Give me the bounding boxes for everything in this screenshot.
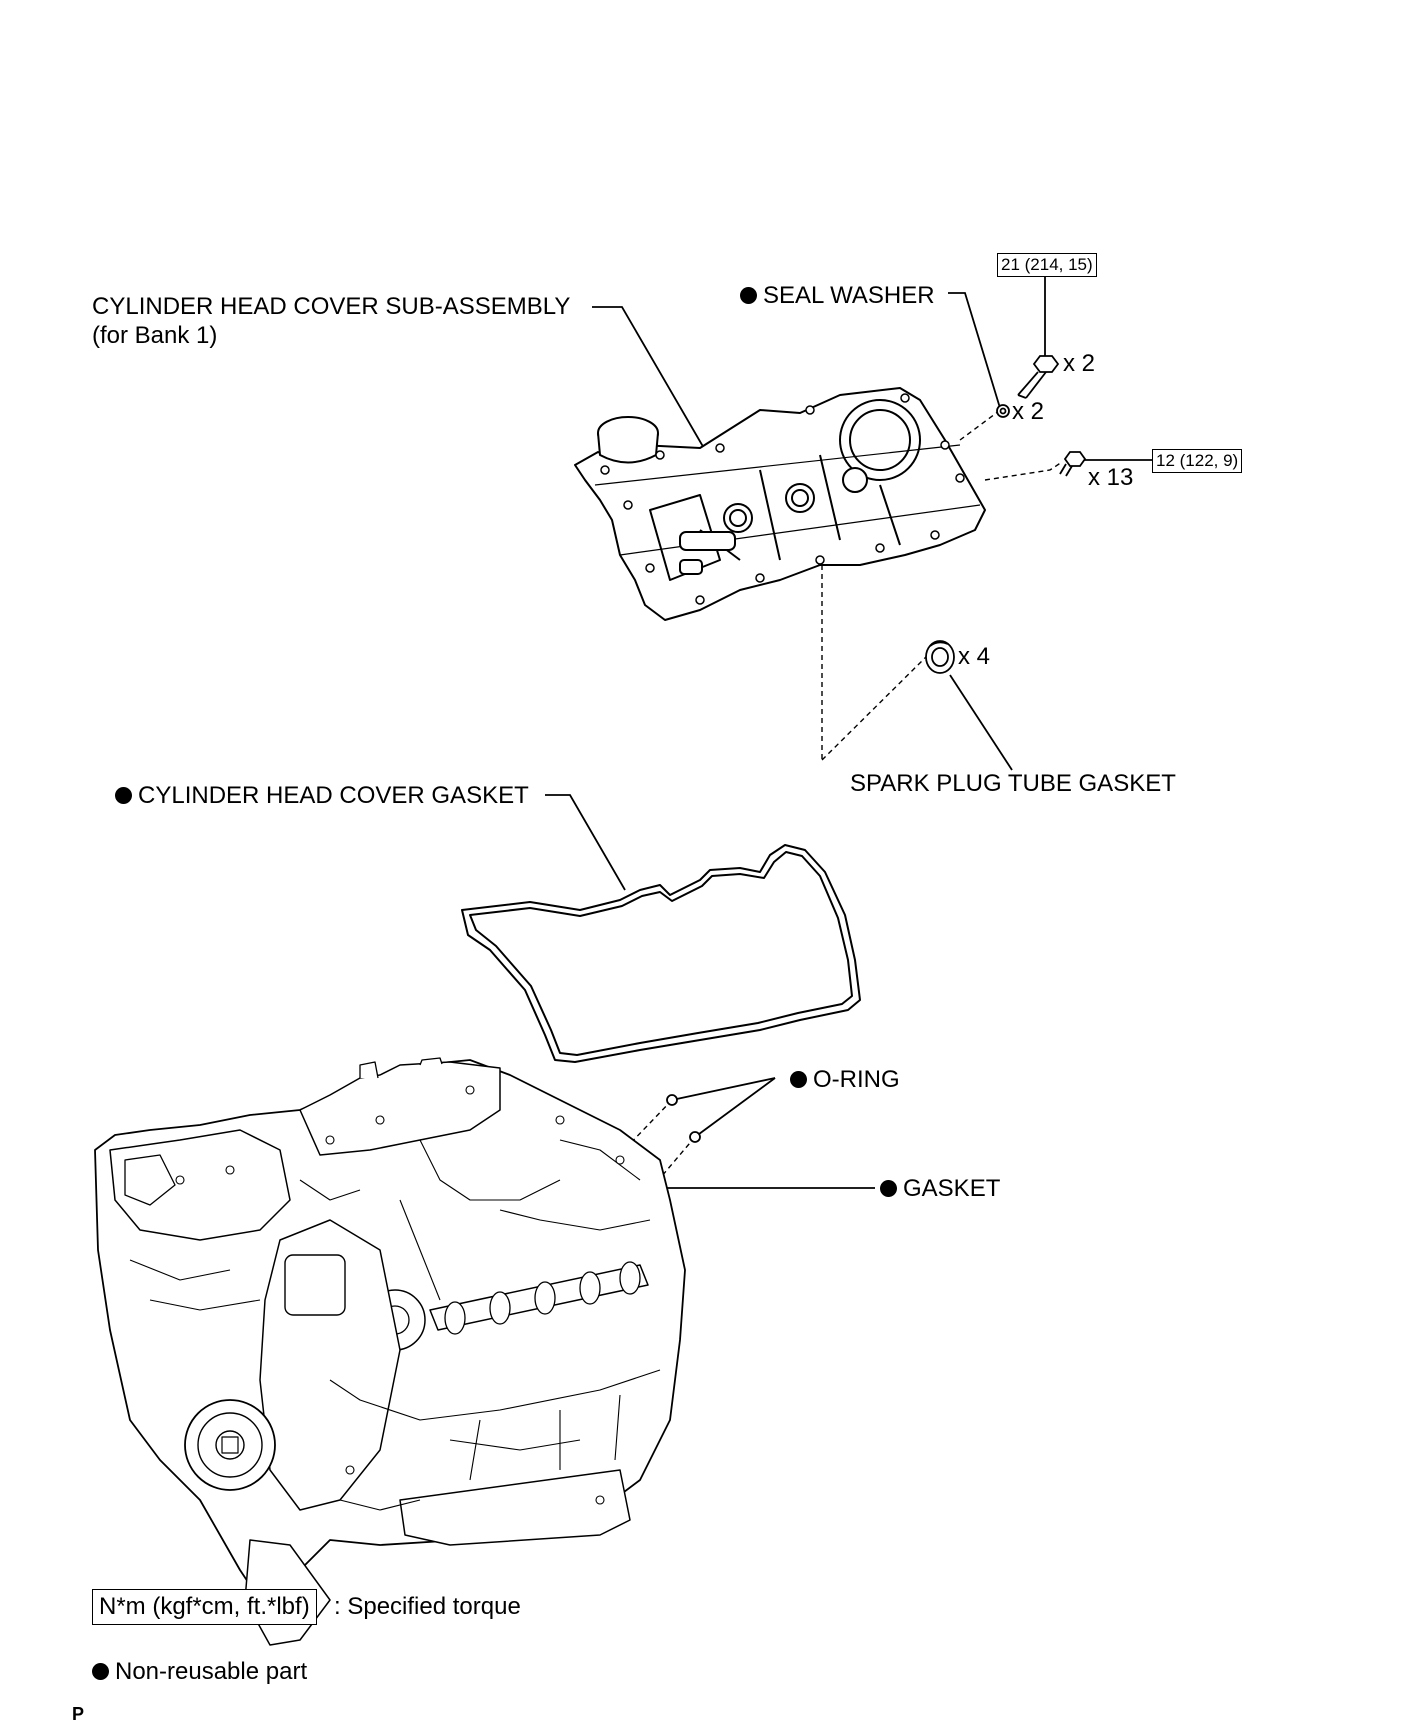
seal-washer-text: SEAL WASHER	[763, 282, 935, 309]
label-cylinder-head-cover-gasket: CYLINDER HEAD COVER GASKET	[115, 782, 529, 810]
gasket-text: GASKET	[903, 1175, 1001, 1202]
label-o-ring: O-RING	[790, 1066, 900, 1094]
leader-o-ring-a	[671, 1077, 776, 1101]
leader-seal-washer	[948, 292, 1001, 409]
label-seal-washer: SEAL WASHER	[740, 282, 935, 310]
o-ring-part-a	[666, 1094, 678, 1106]
non-reusable-dot-icon	[115, 787, 132, 804]
leader-o-ring-b	[694, 1077, 776, 1138]
cylinder-head-cover-gasket	[461, 844, 861, 1063]
label-gasket: GASKET	[880, 1175, 1000, 1203]
non-reusable-dot-icon	[790, 1071, 807, 1088]
non-reusable-dot-icon	[880, 1180, 897, 1197]
cover-gasket-text: CYLINDER HEAD COVER GASKET	[138, 782, 529, 809]
non-reusable-text: Non-reusable part	[115, 1658, 308, 1685]
o-ring-part-b	[689, 1131, 701, 1143]
qty-bolt-long: x 2	[1063, 350, 1096, 377]
bolt-long	[1017, 355, 1060, 399]
non-reusable-dot-icon	[92, 1663, 109, 1680]
non-reusable-dot-icon	[740, 287, 757, 304]
legend-torque-text: : Specified torque	[334, 1593, 521, 1620]
leader-head-cover	[592, 306, 706, 451]
leader-spark-plug-gasket	[949, 674, 1013, 771]
qty-seal-washer: x 2	[1012, 398, 1045, 425]
engine-assembly	[94, 1057, 686, 1646]
label-cylinder-head-cover-sub: (for Bank 1)	[92, 322, 218, 349]
torque-box-12: 12 (122, 9)	[1152, 449, 1243, 473]
torque-box-21: 21 (214, 15)	[997, 253, 1097, 277]
qty-spark-plug-tube-gasket: x 4	[958, 643, 991, 670]
footer-mark: P	[72, 1704, 85, 1724]
bolt-short	[1059, 451, 1087, 477]
o-ring-text: O-RING	[813, 1066, 900, 1093]
label-spark-plug-tube-gasket: SPARK PLUG TUBE GASKET	[850, 770, 1176, 797]
seal-washer-part	[996, 404, 1010, 418]
leader-cover-gasket	[545, 794, 626, 891]
legend-torque-box: N*m (kgf*cm, ft.*lbf)	[92, 1589, 317, 1625]
label-cylinder-head-cover: CYLINDER HEAD COVER SUB-ASSEMBLY	[92, 293, 571, 320]
legend-non-reusable: Non-reusable part	[92, 1658, 307, 1686]
qty-bolt-short: x 13	[1088, 464, 1134, 491]
spark-plug-tube-gasket-part	[925, 640, 955, 674]
cylinder-head-cover	[574, 387, 986, 621]
